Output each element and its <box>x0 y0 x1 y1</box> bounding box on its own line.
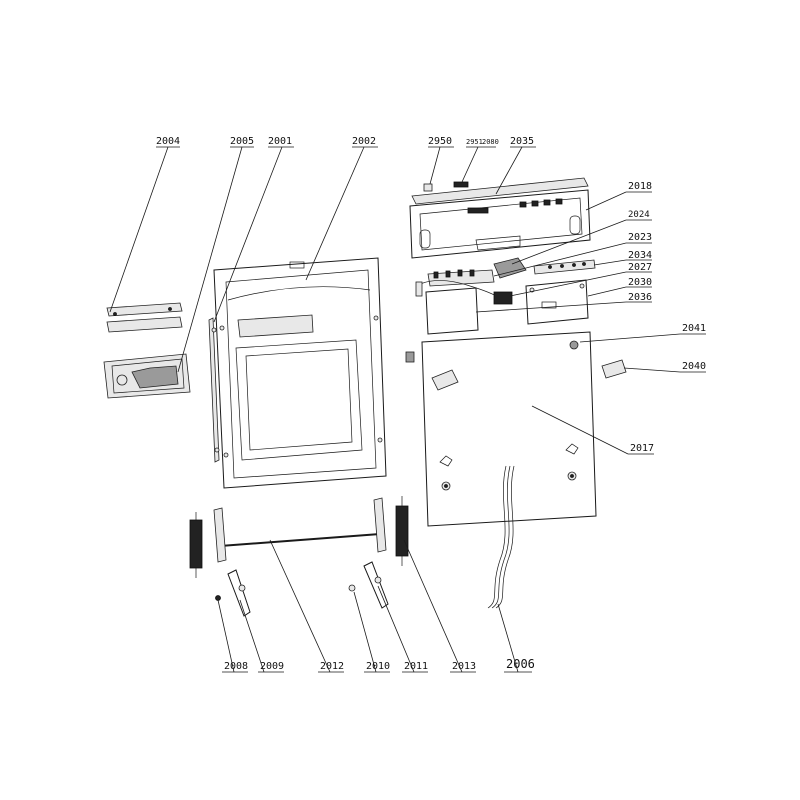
part-2001-side-trim <box>208 317 220 463</box>
part-2002-inner-door <box>213 257 387 489</box>
part-2023-switch-board <box>427 257 527 287</box>
label-2010: 2010 <box>366 661 390 672</box>
part-2035-top-rail <box>411 177 589 205</box>
label-2035: 2035 <box>510 136 534 147</box>
label-2017: 2017 <box>630 443 654 454</box>
label-2011: 2011 <box>404 661 428 672</box>
part-2040-bracket <box>601 359 627 379</box>
part-2018-control-frame <box>409 189 591 259</box>
part-2041-hinge-clip <box>405 351 415 363</box>
part-2017-outer-door <box>421 331 597 527</box>
part-2951-2080-connectors <box>453 181 469 188</box>
label-2024: 2024 <box>628 210 650 220</box>
part-2004-handle-strips <box>106 302 183 333</box>
part-2013-springs <box>189 496 409 578</box>
label-2034: 2034 <box>628 250 652 261</box>
label-2008: 2008 <box>224 661 248 672</box>
label-2006: 2006 <box>506 657 535 671</box>
part-2012-hinge-rod <box>213 497 387 563</box>
label-2012: 2012 <box>320 661 344 672</box>
part-labels: 2004 2005 2001 2002 2950 2951 2080 2035 … <box>156 136 706 672</box>
label-2023: 2023 <box>628 232 652 243</box>
label-2040: 2040 <box>682 361 706 372</box>
part-2009-2011-hinge-arms <box>227 561 389 617</box>
part-2006-wire-harness <box>487 465 515 609</box>
part-2036-power-board <box>415 280 513 335</box>
part-2034-indicator-strip <box>533 259 596 275</box>
label-2005: 2005 <box>230 136 254 147</box>
label-2951: 2951 <box>466 138 483 146</box>
label-2027: 2027 <box>628 262 652 273</box>
label-2002: 2002 <box>352 136 376 147</box>
part-2950-clip <box>423 183 433 192</box>
leader-lines <box>109 146 706 673</box>
label-2030: 2030 <box>628 277 652 288</box>
label-2004: 2004 <box>156 136 180 147</box>
label-2009: 2009 <box>260 661 284 672</box>
label-2036: 2036 <box>628 292 652 303</box>
label-2080: 2080 <box>482 138 499 146</box>
label-2001: 2001 <box>268 136 292 147</box>
part-2005-handle-housing <box>103 353 191 399</box>
part-2030-control-module <box>525 279 589 325</box>
label-2018: 2018 <box>628 181 652 192</box>
label-2950: 2950 <box>428 136 452 147</box>
label-2041: 2041 <box>682 323 706 334</box>
label-2013: 2013 <box>452 661 476 672</box>
